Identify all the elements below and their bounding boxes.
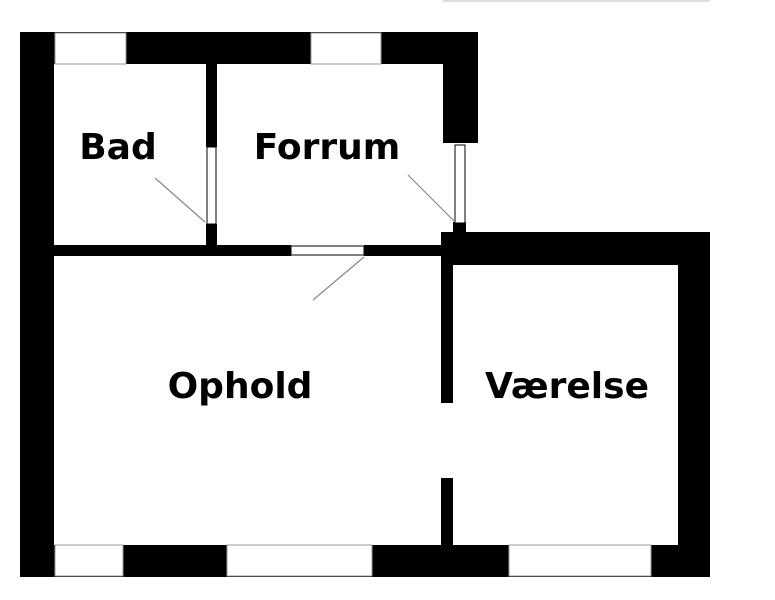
window-bottom-3 [508, 544, 652, 577]
ophold-vaerelse-wall-upper [441, 232, 453, 403]
right-wall [678, 232, 710, 577]
room-label-ophold: Ophold [168, 366, 313, 407]
room-label-forrum: Forrum [254, 127, 401, 168]
window-bottom-1 [54, 544, 124, 577]
bad-forrum-wall-lower [206, 224, 217, 252]
middle-wall-left [54, 245, 291, 256]
window-bottom-2 [226, 544, 373, 577]
ophold-vaerelse-wall-lower [441, 478, 453, 548]
window-top-bad [54, 32, 127, 65]
room-label-vaerelse: Værelse [485, 366, 649, 407]
entrance-door-swing [407, 174, 456, 223]
vaerelse-top-wall [443, 232, 710, 265]
top-edge-line [443, 0, 710, 2]
upper-right-wall [443, 32, 478, 143]
bad-door-swing [154, 177, 206, 223]
forrum-door-post [453, 222, 466, 234]
bad-door[interactable] [206, 146, 217, 225]
room-label-bad: Bad [79, 127, 157, 168]
ophold-door-swing [312, 256, 365, 301]
left-wall [20, 32, 54, 577]
window-top-forrum [310, 32, 382, 65]
middle-wall-right [364, 245, 454, 256]
bad-forrum-wall-upper [206, 64, 217, 147]
entrance-door[interactable] [454, 144, 466, 224]
ophold-door[interactable] [290, 245, 365, 256]
